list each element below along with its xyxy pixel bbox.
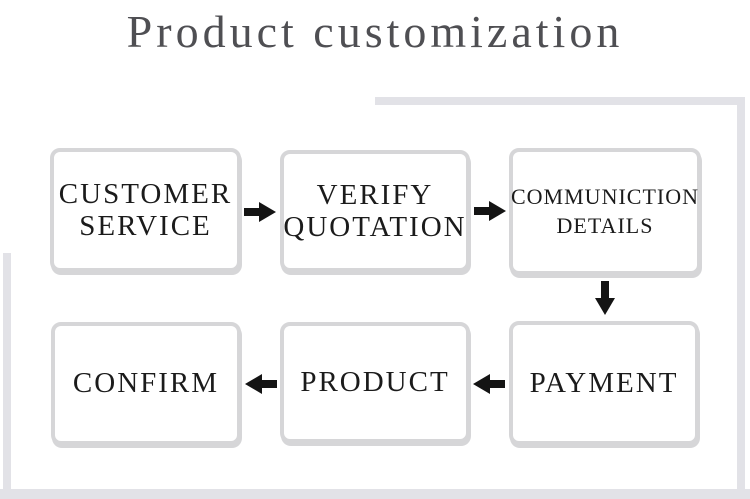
diagram-title: Product customization [126,6,624,57]
arrow-left-icon [473,374,505,394]
flow-node-verify-quotation: VERIFY QUOTATION [280,150,470,272]
flow-node-customer-service: CUSTOMER SERVICE [50,148,241,272]
node-label: PAYMENT [529,366,679,399]
flow-node-product: PRODUCT [280,322,470,443]
frame-band-right [737,97,745,489]
arrow-left-icon [245,374,277,394]
flow-node-payment: PAYMENT [509,321,699,445]
node-label-line: CUSTOMER [58,177,233,210]
frame-band-bottom [0,489,750,499]
arrow-down-icon [595,281,615,315]
node-label: CONFIRM [72,367,220,400]
flow-node-confirm: CONFIRM [51,322,241,445]
frame-band-left [3,253,11,489]
node-label-line: DETAILS [556,212,654,238]
node-label: PRODUCT [300,366,450,399]
node-label-line: COMMUNICTION [511,183,699,209]
arrow-right-icon [474,201,506,221]
node-label-line: VERIFY [316,178,434,211]
frame-band-top [375,97,745,105]
arrow-right-icon [244,202,276,222]
node-label-line: QUOTATION [283,211,467,243]
flow-node-communiction-details: COMMUNICTION DETAILS [509,148,701,275]
node-label-line: SERVICE [79,210,212,242]
